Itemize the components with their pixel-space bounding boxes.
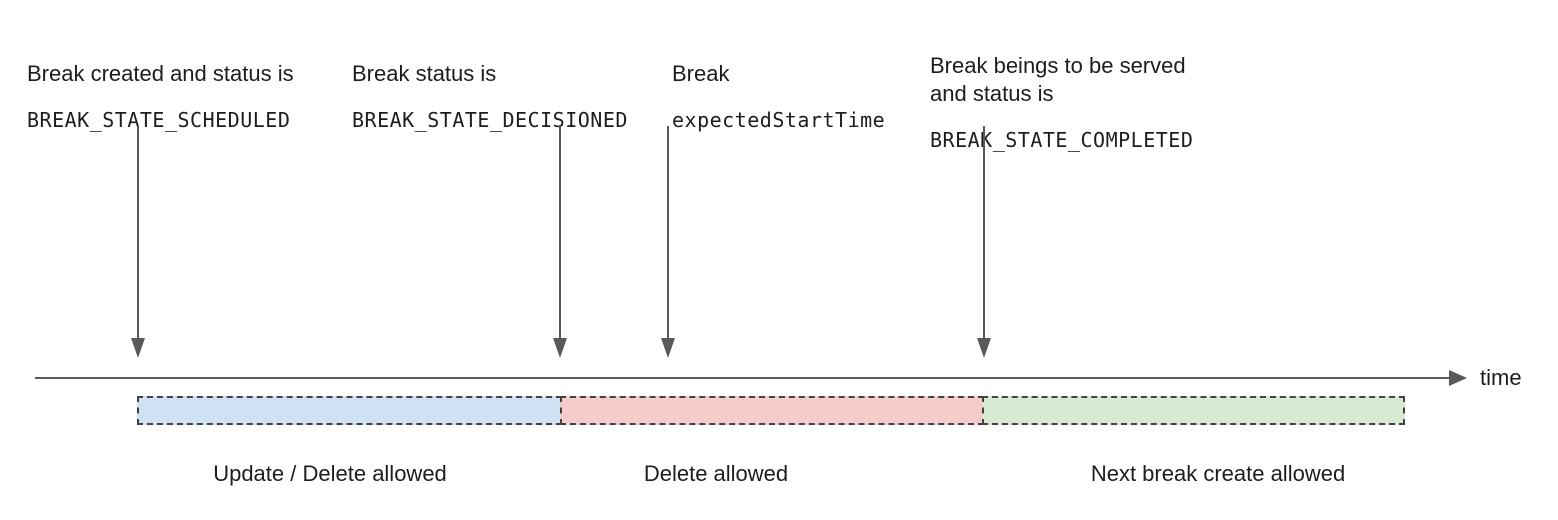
annotation-text: Break created and status is	[27, 61, 294, 86]
segment-next-break-create-allowed	[982, 396, 1405, 425]
segment-label-update-delete: Update / Delete allowed	[213, 461, 447, 486]
down-arrow-icon	[661, 126, 675, 358]
segment-delete-allowed	[560, 396, 984, 425]
segments-row	[137, 396, 1405, 425]
arrow-head	[553, 338, 567, 358]
segment-label-delete: Delete allowed	[643, 461, 789, 486]
arrow-head	[661, 338, 675, 358]
arrow-shaft	[137, 126, 139, 339]
down-arrow-icon	[977, 126, 991, 358]
segment-label-next-break-create: Next break create allowed	[1090, 461, 1346, 486]
arrow-head	[977, 338, 991, 358]
annotation-break-decisioned: Break status is BREAK_STATE_DECISIONED	[352, 42, 628, 152]
timeline-axis	[35, 377, 1451, 379]
arrow-shaft	[559, 126, 561, 339]
annotation-code: BREAK_STATE_COMPLETED	[930, 128, 1194, 152]
down-arrow-icon	[553, 126, 567, 358]
annotation-text: Break beings to be served and status is	[930, 53, 1186, 106]
annotation-code: expectedStartTime	[672, 108, 886, 132]
annotation-expected-start-time: Break expectedStartTime	[672, 42, 885, 152]
annotation-text: Break status is	[352, 61, 497, 86]
arrow-shaft	[983, 126, 985, 339]
arrow-shaft	[667, 126, 669, 339]
annotation-code: BREAK_STATE_SCHEDULED	[27, 108, 291, 132]
annotation-break-scheduled: Break created and status is BREAK_STATE_…	[27, 42, 294, 152]
segment-update-delete-allowed	[137, 396, 562, 425]
arrow-head	[131, 338, 145, 358]
annotation-code: BREAK_STATE_DECISIONED	[352, 108, 628, 132]
down-arrow-icon	[131, 126, 145, 358]
time-axis-label: time	[1480, 365, 1522, 390]
annotation-text: Break	[672, 61, 730, 86]
annotation-break-completed: Break beings to be served and status is …	[930, 34, 1193, 172]
timeline-arrowhead-icon	[1449, 370, 1467, 386]
